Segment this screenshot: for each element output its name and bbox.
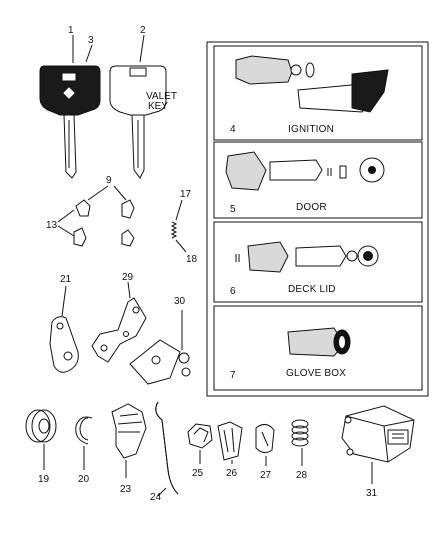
callout-3: 3 [88, 35, 94, 46]
callout-6: 6 [230, 286, 236, 297]
callout-28: 28 [296, 470, 308, 481]
glove-box-cylinder [287, 327, 351, 357]
callout-1: 1 [68, 25, 74, 36]
callout-2: 2 [140, 25, 146, 36]
callout-4: 4 [230, 124, 236, 135]
callout-5: 5 [230, 204, 236, 215]
callout-18: 18 [186, 254, 198, 265]
door-cylinder [225, 151, 385, 191]
lock-clips [73, 199, 135, 247]
ignition-cylinder [235, 55, 389, 113]
callout-7: 7 [230, 370, 236, 381]
callout-27: 27 [260, 470, 272, 481]
glove-box-panel [213, 305, 423, 391]
callout-17: 17 [180, 189, 192, 200]
rod-24 [155, 401, 179, 495]
clip-26 [217, 421, 243, 461]
callout-31: 31 [366, 488, 378, 499]
callout-21: 21 [60, 274, 72, 285]
master-key [39, 65, 101, 179]
callout-13: 13 [46, 220, 58, 231]
callout-20: 20 [78, 474, 90, 485]
callout-23: 23 [120, 484, 132, 495]
callout-19: 19 [38, 474, 50, 485]
door-panel [213, 141, 423, 219]
valet-key: VALET KEY [109, 65, 177, 179]
retainer-27 [255, 424, 275, 454]
callout-24: 24 [150, 492, 162, 503]
lever-21 [49, 316, 79, 373]
lock-cylinder-frame [206, 41, 429, 397]
glove-box-label: GLOVE BOX [286, 368, 346, 379]
valet-key-text-2: KEY [148, 101, 168, 112]
callout-29: 29 [122, 272, 134, 283]
latch-23 [111, 403, 147, 459]
door-label: DOOR [296, 202, 327, 213]
lever-29 [91, 297, 147, 363]
callout-30: 30 [174, 296, 186, 307]
spring-pin [170, 221, 178, 239]
spring-28 [291, 419, 309, 447]
retaining-clip-20 [75, 416, 93, 445]
deck-lid-panel [213, 221, 423, 303]
deck-lid-label: DECK LID [288, 284, 336, 295]
grommet-19 [25, 409, 57, 443]
callout-25: 25 [192, 468, 204, 479]
remote-transmitter [129, 339, 191, 385]
module-31 [341, 405, 415, 463]
callout-9: 9 [106, 175, 112, 186]
valet-key-text-1: VALET [146, 91, 177, 102]
callout-26: 26 [226, 468, 238, 479]
ignition-label: IGNITION [288, 124, 334, 135]
deck-lid-cylinder [235, 241, 379, 273]
ignition-panel [213, 45, 423, 141]
bezel-25 [187, 423, 213, 449]
